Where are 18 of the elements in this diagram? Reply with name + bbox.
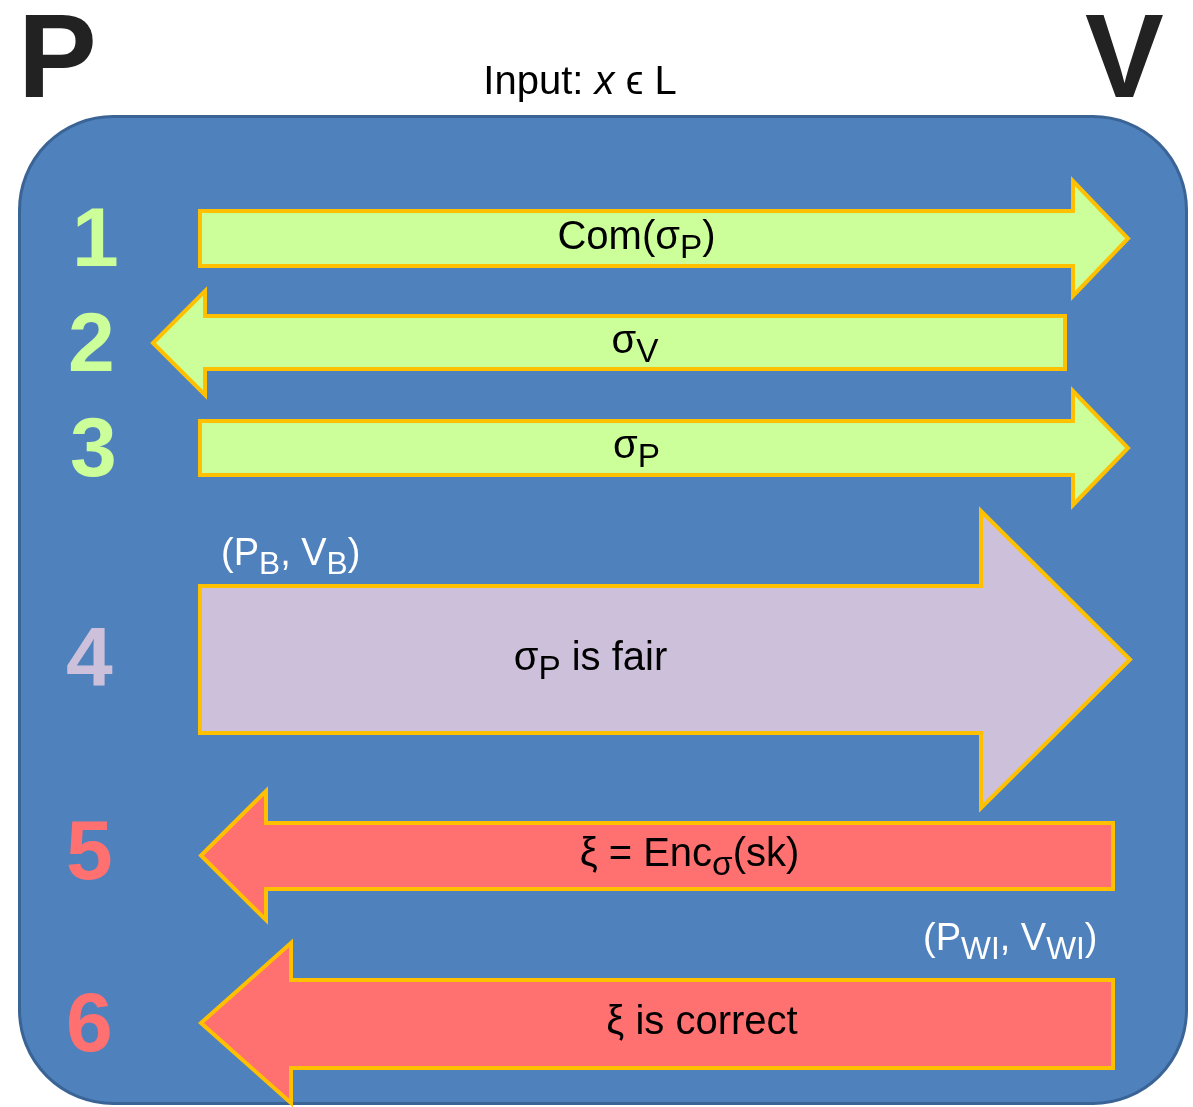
- message-label: σ$_{V}$: [610, 316, 660, 370]
- step-number: 3: [70, 405, 117, 489]
- step-number: 2: [68, 300, 115, 384]
- message-label: Com(σ$_{P}$): [556, 212, 717, 266]
- protocol-label: (P$_{WI}$, V$_{WI}$): [923, 916, 1098, 967]
- step-number: 1: [72, 195, 119, 279]
- message-label: ξ is correct: [605, 998, 799, 1043]
- message-label: ξ = Enc$_{σ}$(sk): [578, 830, 801, 883]
- message-label: σ$_{P}$ is fair: [512, 633, 669, 687]
- party-letter: V: [1085, 0, 1164, 122]
- step-number: 4: [66, 615, 113, 699]
- input-label: Input: x ϵ L: [482, 58, 678, 103]
- step-number: 5: [66, 808, 113, 892]
- step-number: 6: [66, 980, 113, 1064]
- rounded-panel: [18, 115, 1188, 1105]
- party-letter: P: [18, 0, 97, 122]
- protocol-label: (P$_{B}$, V$_{B}$): [221, 531, 361, 582]
- message-label: σ$_{P}$: [612, 422, 661, 475]
